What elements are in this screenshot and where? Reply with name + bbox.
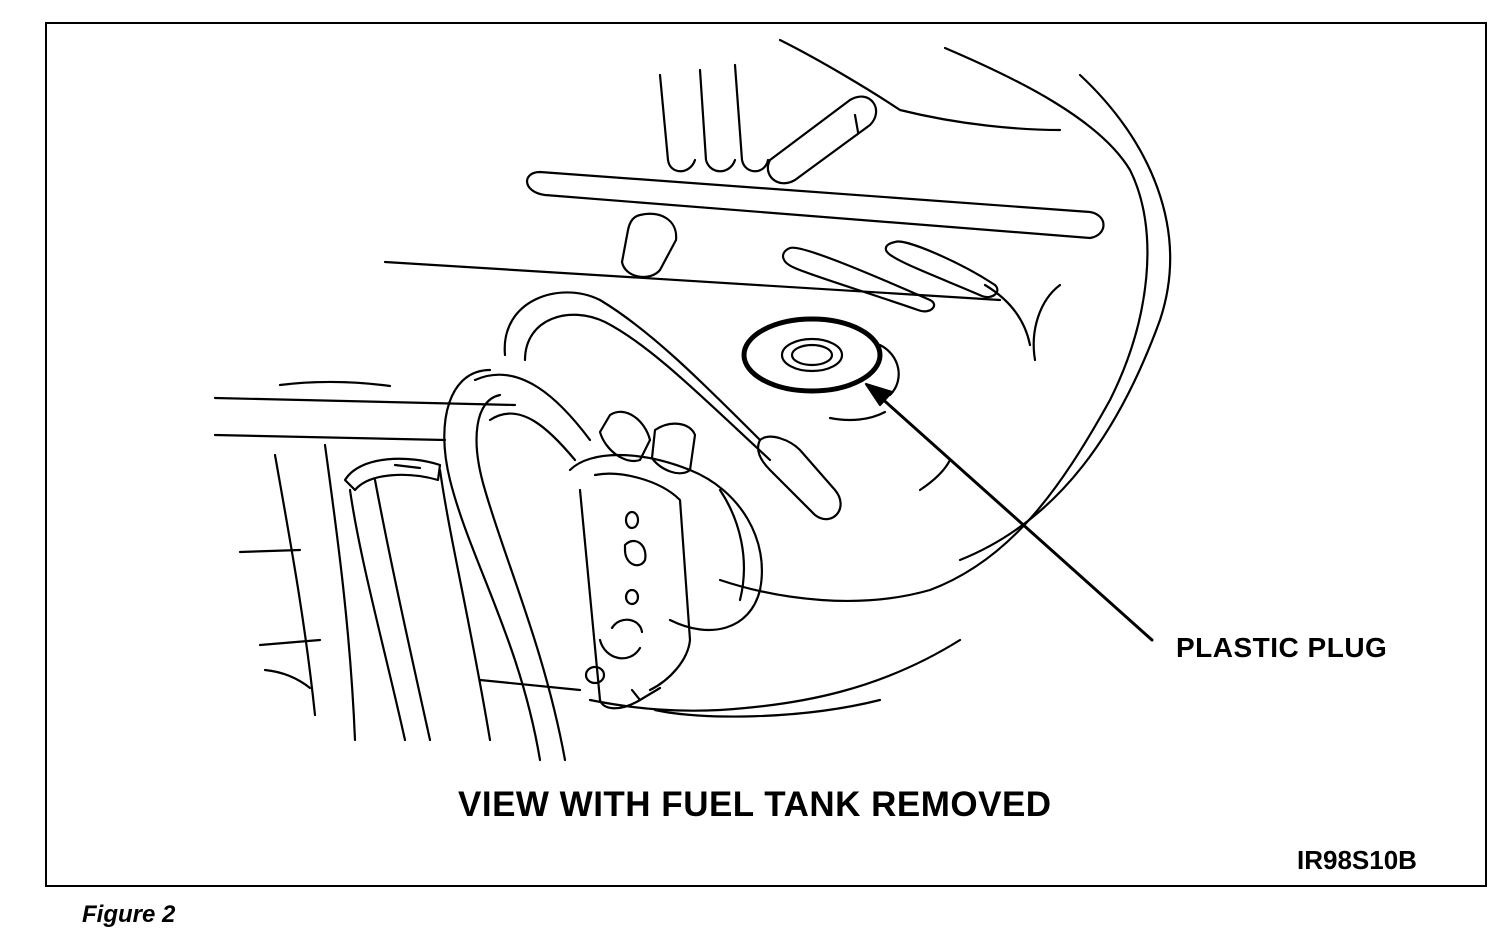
underbody-panel (718, 38, 1172, 602)
plastic-plug-leader (864, 382, 1154, 642)
figure-number: Figure 2 (82, 901, 176, 928)
figure-code: IR98S10B (1297, 845, 1417, 875)
filler-hose-clamp (343, 457, 492, 742)
fuel-lines (443, 291, 842, 762)
fuel-pump-assembly (568, 410, 763, 710)
view-caption: VIEW WITH FUEL TANK REMOVED (458, 785, 1052, 824)
body-rails (213, 170, 1105, 442)
plastic-plug-drawing (741, 316, 952, 492)
frame-members (238, 443, 962, 742)
panel-ribs (620, 63, 999, 313)
plastic-plug-label: PLASTIC PLUG (1176, 632, 1388, 663)
